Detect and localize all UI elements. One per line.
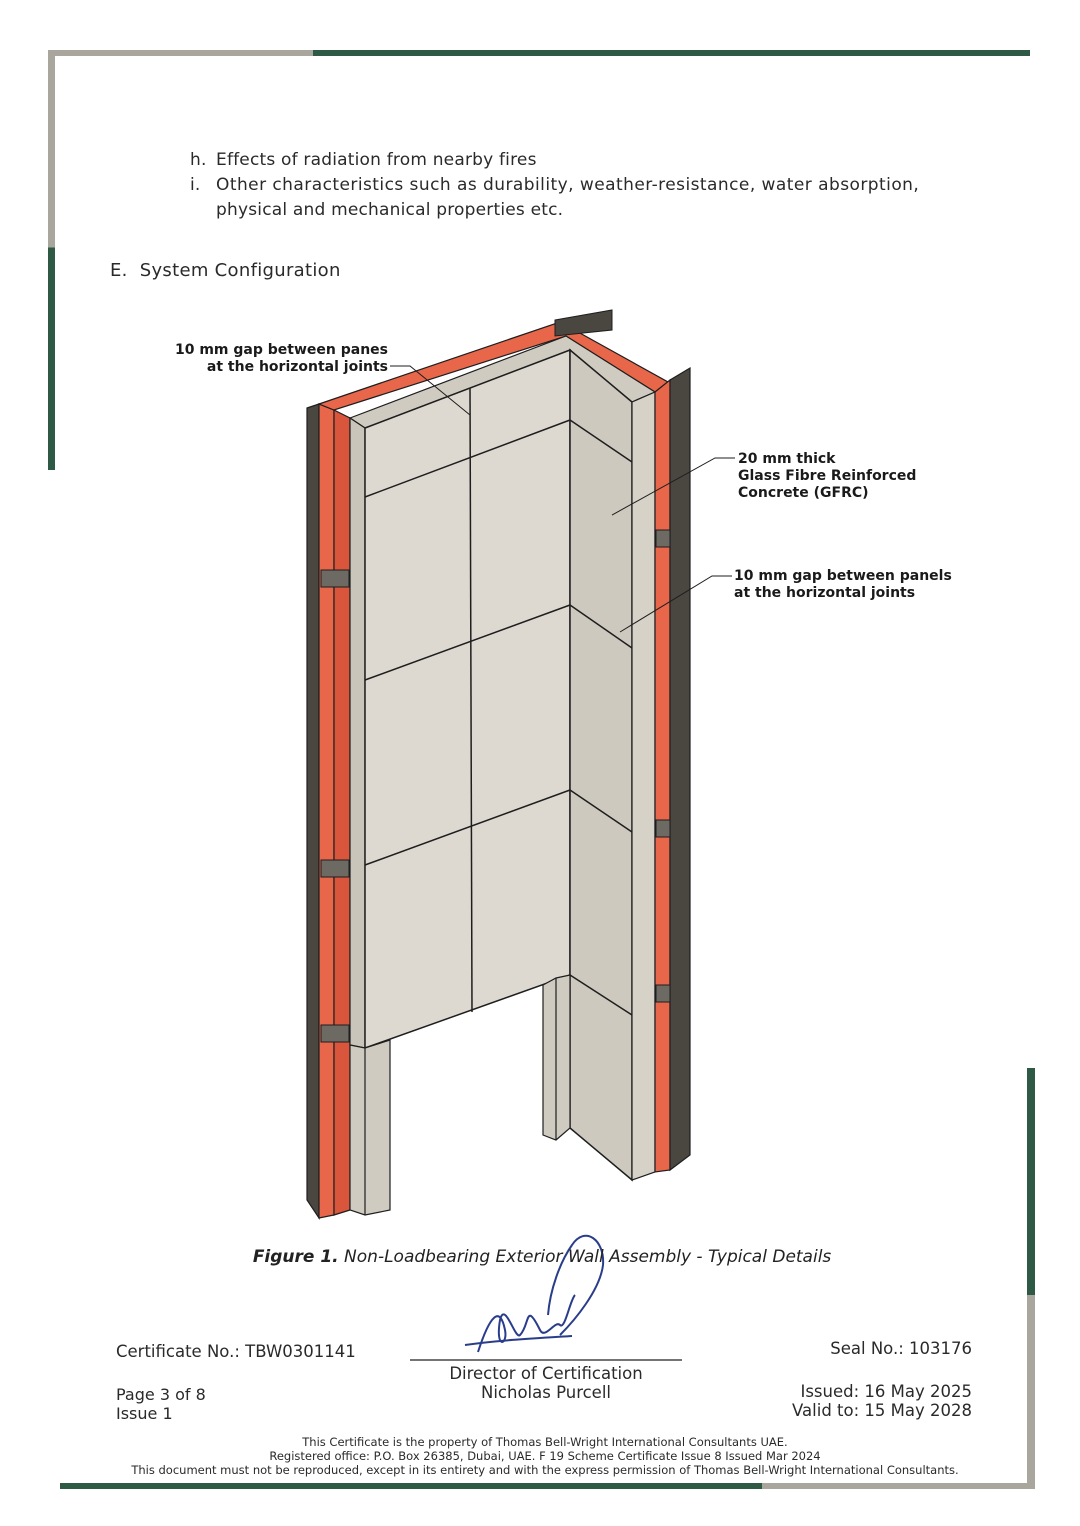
callout-line: 10 mm gap between panels <box>734 568 952 584</box>
signatory: Director of Certification Nicholas Purce… <box>410 1364 682 1402</box>
signatory-name: Nicholas Purcell <box>480 1383 612 1402</box>
right-connector <box>655 984 671 1003</box>
certificate-number: Certificate No.: TBW0301141 <box>116 1342 356 1361</box>
frame-bottom-border <box>60 1483 1035 1489</box>
callout-line: 10 mm gap between panes <box>174 342 388 358</box>
list-item-h: h. Effects of radiation from nearby fires <box>190 150 537 170</box>
figure-caption: Figure 1. Non-Loadbearing Exterior Wall … <box>242 1227 831 1267</box>
callout-line: Glass Fibre Reinforced <box>738 468 917 484</box>
list-marker: i. <box>190 175 201 195</box>
left-connector <box>320 569 350 588</box>
legal-line: This document must not be reproduced, ex… <box>131 1463 959 1477</box>
side-panel-face <box>569 348 633 1182</box>
left-insulation <box>318 403 335 1219</box>
legal-line: Registered office: P.O. Box 26385, Dubai… <box>269 1449 821 1463</box>
front-panel-face <box>364 348 571 1050</box>
page-info: Page 3 of 8 Issue 1 <box>116 1385 206 1423</box>
left-leg <box>349 1039 391 1216</box>
list-item-i: i. Other characteristics such as durabili… <box>190 175 990 195</box>
frame-right-border <box>1027 1068 1035 1488</box>
right-steel-stud <box>669 366 691 1172</box>
valid-date: Valid to: 15 May 2028 <box>792 1401 972 1420</box>
callout-gfrc: 20 mm thick Glass Fibre Reinforced Concr… <box>738 451 916 502</box>
list-item-i-continued: physical and mechanical properties etc. <box>216 200 564 220</box>
issue-number: Issue 1 <box>116 1404 173 1423</box>
caption-label: Figure 1. <box>252 1247 339 1267</box>
left-steel-stud <box>306 403 320 1220</box>
callout-line: 20 mm thick <box>738 451 836 467</box>
frame-left-border <box>48 50 55 470</box>
right-connector <box>655 529 671 548</box>
page-number: Page 3 of 8 <box>116 1385 206 1404</box>
list-marker: h. <box>190 150 207 170</box>
legal-notice: This Certificate is the property of Thom… <box>50 1435 1040 1477</box>
signatory-title: Director of Certification <box>449 1364 643 1383</box>
issued-date: Issued: 16 May 2025 <box>800 1382 972 1401</box>
left-connector <box>320 1024 350 1043</box>
list-text-line1: Other characteristics such as durability… <box>216 175 920 195</box>
right-connector <box>655 819 671 838</box>
callout-horizontal-gap: 10 mm gap between panels at the horizont… <box>734 568 952 602</box>
list-text: Effects of radiation from nearby fires <box>216 150 537 170</box>
section-title: E. System Configuration <box>110 260 341 281</box>
signature <box>464 1234 605 1353</box>
legal-line: This Certificate is the property of Thom… <box>302 1435 788 1449</box>
frame-top-border <box>48 50 1030 56</box>
callout-line: at the horizontal joints <box>734 585 916 601</box>
caption-text: Non-Loadbearing Exterior Wall Assembly -… <box>338 1247 832 1267</box>
callout-line: Concrete (GFRC) <box>738 485 869 501</box>
validity: Issued: 16 May 2025 Valid to: 15 May 202… <box>792 1382 972 1420</box>
callout-top-gap: 10 mm gap between panes at the horizonta… <box>175 342 388 376</box>
callout-line: at the horizontal joints <box>206 359 388 375</box>
right-insulation <box>654 378 671 1173</box>
seal-number: Seal No.: 103176 <box>830 1339 972 1358</box>
left-connector <box>320 859 350 878</box>
